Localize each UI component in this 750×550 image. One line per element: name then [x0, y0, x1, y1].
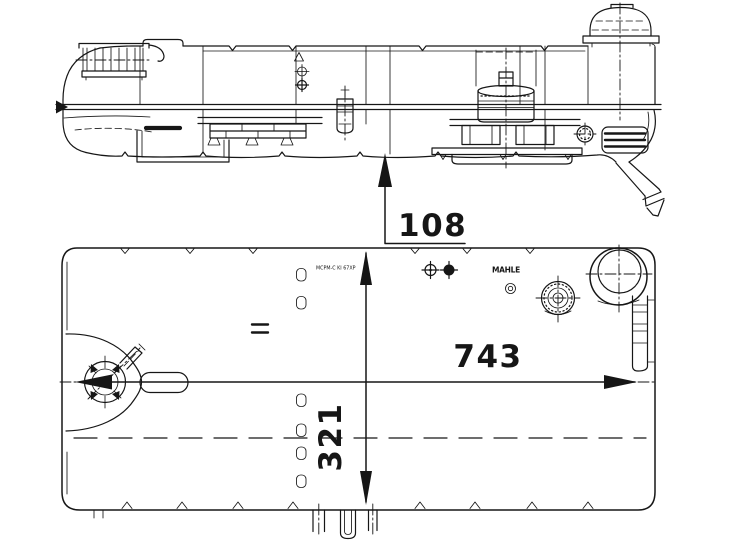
mounting-bracket-left [75, 42, 165, 81]
ladder-channel [631, 295, 655, 372]
dimension-width-label: 321 [313, 402, 349, 471]
dimension-108: 108 [378, 153, 467, 245]
crosshair-mark-icon [294, 64, 310, 79]
rib-grill-right [601, 126, 649, 154]
arrow-down-icon [360, 471, 372, 505]
equals-mark-icon [250, 323, 270, 334]
plan-view: MCPM-C KI 67XP MAHLE [61, 244, 656, 540]
mounting-rail-center [136, 116, 323, 163]
registration-mark-icon [421, 260, 440, 280]
side-view [55, 2, 665, 217]
brand-marking: MAHLE [492, 266, 520, 275]
arrow-up-icon [378, 153, 392, 187]
standoff-slots [296, 268, 307, 488]
arrow-right-icon [604, 375, 637, 389]
angled-stub [119, 343, 146, 370]
outlet-hose [615, 161, 665, 217]
hose-connector-boss [78, 343, 189, 409]
dimension-321: 321 [313, 251, 372, 505]
dimension-length-label: 743 [453, 339, 522, 375]
tank-plan-outline [61, 247, 656, 519]
bottom-tabs [312, 503, 378, 540]
dimension-743: 743 [59, 339, 658, 390]
triangle-mark-icon [294, 52, 304, 62]
level-sensor [336, 85, 354, 141]
small-cap-side-icon [573, 122, 597, 146]
arrow-left-icon [75, 374, 112, 390]
mold-marking: MCPM-C KI 67XP [316, 266, 356, 272]
small-boss-icon [505, 283, 516, 294]
pressure-cap-side [475, 47, 537, 169]
pressure-cap-plan [535, 275, 581, 323]
seam-arrow-icon [56, 100, 68, 114]
arrow-up-icon [360, 251, 372, 285]
chamber-walls [139, 45, 589, 155]
filler-opening-plan [585, 244, 653, 313]
filler-neck-cap [582, 2, 660, 121]
parting-seam [55, 100, 662, 114]
dimension-height-label: 108 [398, 208, 467, 244]
mold-symbols [294, 52, 310, 93]
mounting-bracket-right [431, 118, 597, 165]
crosshair-mark-icon [294, 77, 310, 93]
registration-mark-filled-icon [439, 260, 459, 280]
right-end-profile [628, 46, 656, 163]
